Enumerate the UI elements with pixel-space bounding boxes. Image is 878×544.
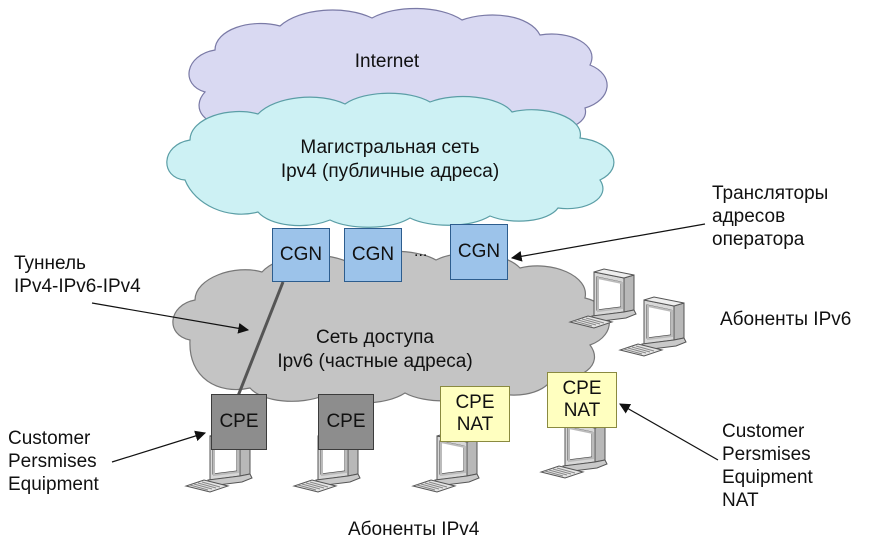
translators-label: Трансляторы адресов оператора bbox=[712, 182, 828, 251]
cgn-box: CGN bbox=[344, 228, 402, 282]
subscribers-ipv6-label: Абоненты IPv6 bbox=[720, 309, 852, 330]
cgn-box: CGN bbox=[272, 228, 330, 282]
cpe-right-line: Customer bbox=[722, 421, 805, 442]
translators-line: оператора bbox=[712, 229, 805, 250]
tunnel-line-text: IPv4-IPv6-IPv4 bbox=[14, 276, 141, 297]
cpe-box: CPE bbox=[211, 394, 267, 450]
cpe-box: CPE bbox=[318, 394, 374, 450]
access-label-line1: Сеть доступа bbox=[316, 327, 434, 348]
cpe-right-line: NAT bbox=[722, 490, 759, 511]
subscribers-ipv4-label: Абоненты IPv4 bbox=[348, 519, 480, 540]
tunnel-arrow bbox=[91, 302, 250, 334]
cgn-ellipsis: ... bbox=[414, 243, 428, 260]
tunnel-line-text: Туннель bbox=[14, 253, 86, 274]
internet-label: Internet bbox=[354, 51, 420, 72]
cpe-nat-line2: NAT bbox=[563, 400, 601, 421]
cpe-right-line: Persmises bbox=[722, 444, 811, 465]
cpe-nat-line2: NAT bbox=[456, 414, 494, 435]
cpe-left-line: Equipment bbox=[8, 474, 99, 495]
cpe-left-label: Customer Persmises Equipment bbox=[8, 427, 99, 496]
translators-line: Трансляторы bbox=[712, 183, 829, 204]
cpe-right-line: Equipment bbox=[722, 467, 813, 488]
cgn-box: CGN bbox=[450, 224, 508, 280]
translators-arrow bbox=[510, 223, 706, 262]
cpe-nat-box: CPE NAT bbox=[547, 372, 617, 428]
cpe-right-label: Customer Persmises Equipment NAT bbox=[722, 420, 813, 512]
tunnel-label: Туннель IPv4-IPv6-IPv4 bbox=[14, 252, 141, 298]
translators-line: адресов bbox=[712, 206, 786, 227]
backbone-cloud bbox=[166, 92, 615, 228]
cpe-nat-line1: CPE bbox=[455, 392, 495, 413]
cpe-left-line: Persmises bbox=[8, 451, 97, 472]
access-label-line2: Ipv6 (частные адреса) bbox=[277, 351, 473, 372]
backbone-label-line2: Ipv4 (публичные адреса) bbox=[280, 161, 500, 182]
cpe-nat-line1: CPE bbox=[562, 378, 602, 399]
cpe-left-line: Customer bbox=[8, 428, 91, 449]
backbone-label-line1: Магистральная сеть bbox=[300, 137, 480, 158]
cpe-nat-box: CPE NAT bbox=[440, 386, 510, 442]
tunnel-line bbox=[236, 281, 285, 397]
cpe-left-arrow bbox=[111, 430, 207, 463]
cpe-right-arrow bbox=[619, 403, 719, 461]
